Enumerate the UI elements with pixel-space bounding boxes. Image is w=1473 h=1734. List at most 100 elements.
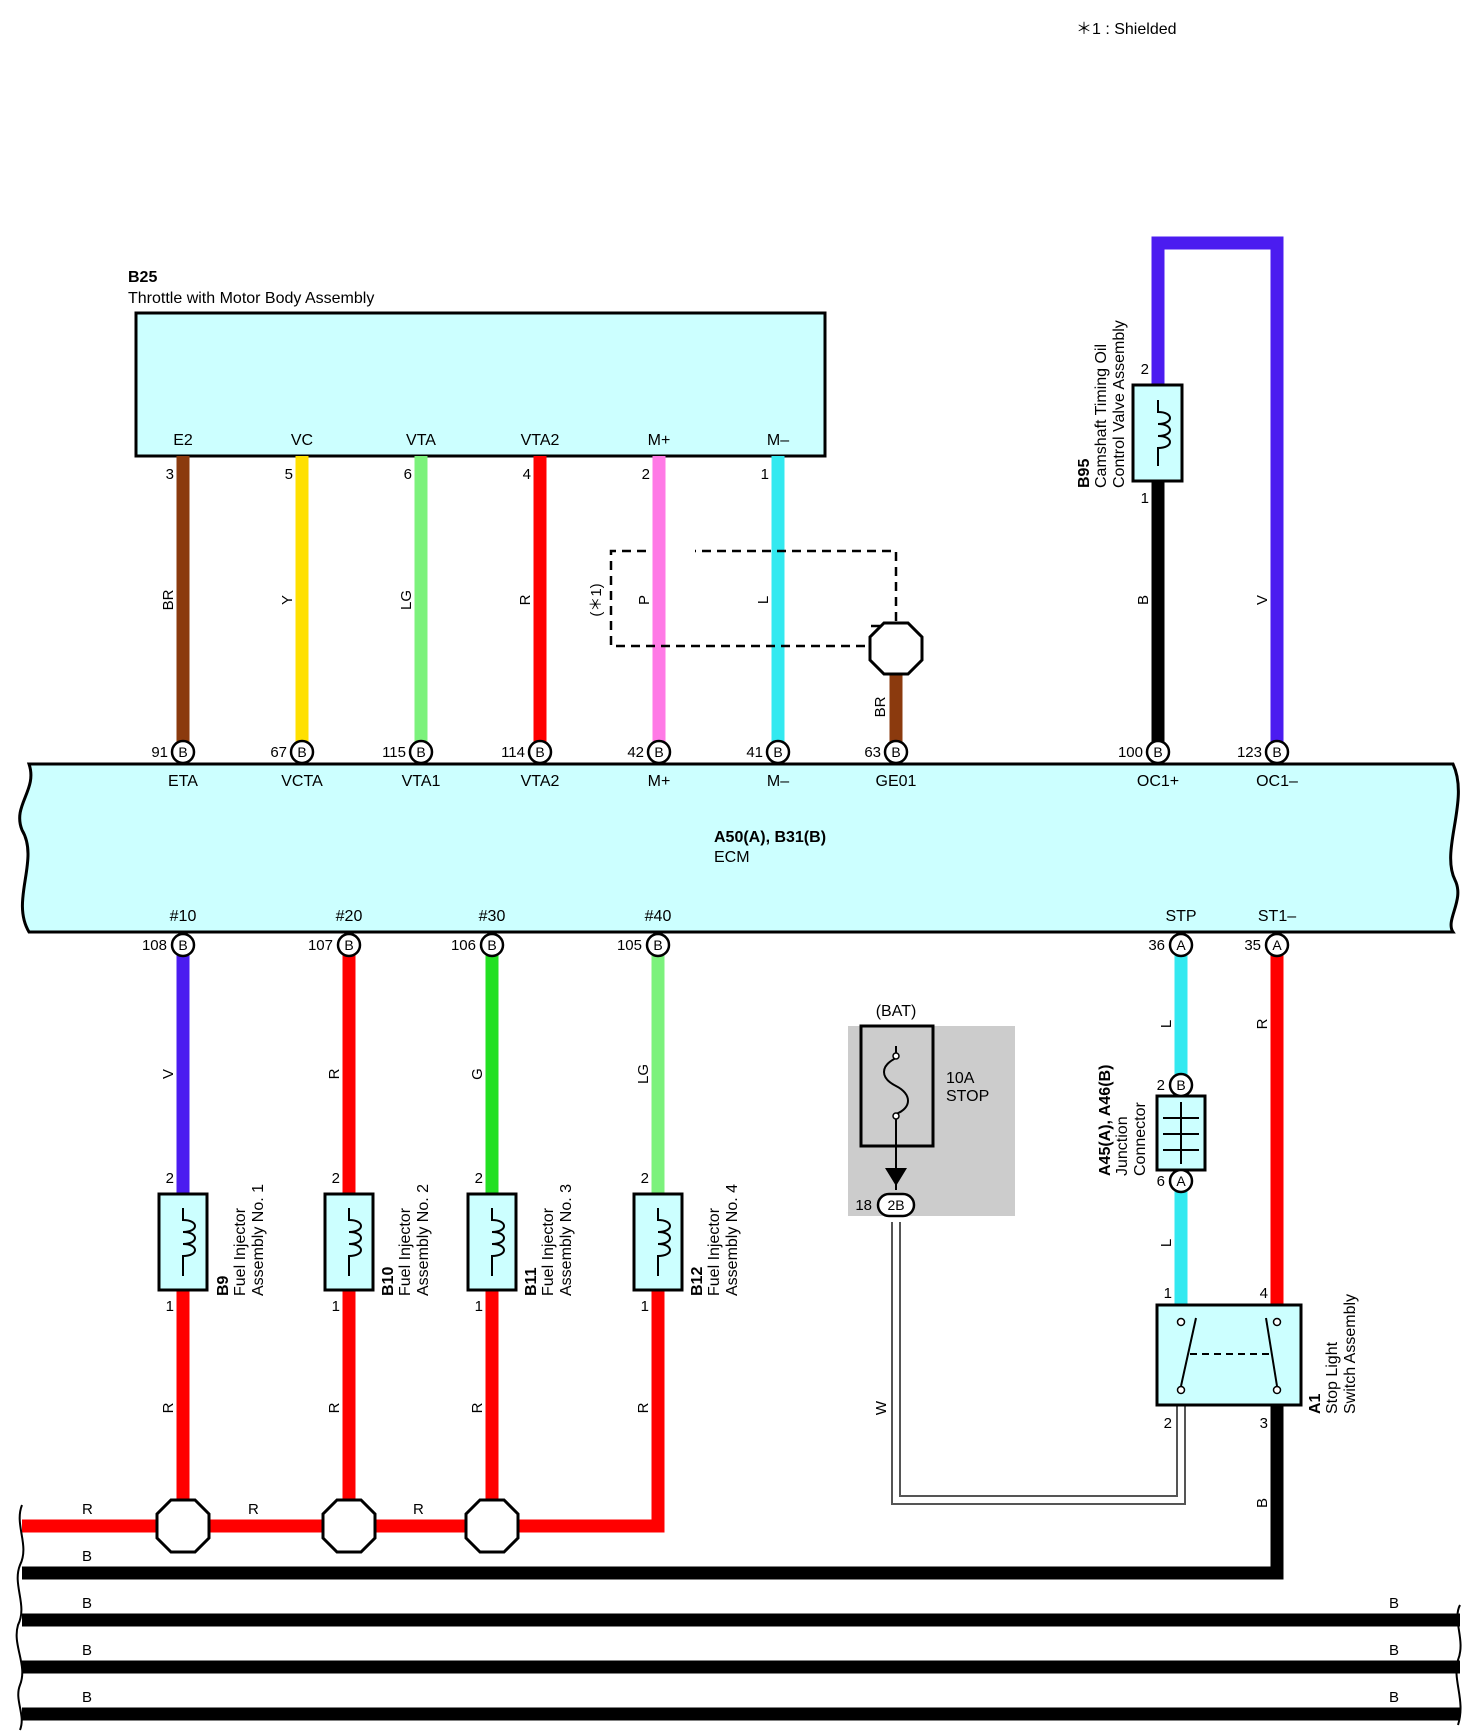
ecm-term-eta: ETA xyxy=(168,773,198,790)
splice-1 xyxy=(155,1498,211,1554)
ecm-term-10: #10 xyxy=(170,908,197,925)
wire-label-l: L xyxy=(755,596,772,604)
switch-contact-right xyxy=(1265,1317,1278,1387)
fuse-terminal-top xyxy=(892,1052,900,1060)
ecm-box xyxy=(18,762,1460,934)
ocv-box xyxy=(1131,383,1184,483)
st1-wire-label: R xyxy=(1254,1018,1271,1029)
conn-35 xyxy=(1264,932,1290,958)
switch-terminal-3 xyxy=(1272,1385,1282,1395)
switch-terminal-1 xyxy=(1176,1317,1186,1327)
ecm-pin-35: 35 xyxy=(1244,937,1261,954)
ecm-term-vcta: VCTA xyxy=(281,773,323,790)
switch-ground-wire-label: B xyxy=(1254,1498,1271,1508)
wire-inj4-bottom xyxy=(22,1289,665,1533)
switch-pin-4: 4 xyxy=(1260,1285,1268,1302)
conn-114 xyxy=(527,739,553,765)
injector-coil-icon xyxy=(657,1208,671,1276)
shield-mark: (＊1) xyxy=(588,583,605,616)
wire-ocv-loop xyxy=(1151,236,1284,742)
fuse-pin: 18 xyxy=(855,1197,872,1214)
inj3-wire-top: G xyxy=(469,1068,486,1080)
bus-red-label-2: R xyxy=(248,1501,259,1518)
ocv-pin-top: 2 xyxy=(1141,361,1149,378)
bus-b1-label: B xyxy=(82,1548,92,1565)
throttle-code: B25 xyxy=(128,269,157,286)
ecm-term-20: #20 xyxy=(336,908,363,925)
ecm-term-30: #30 xyxy=(479,908,506,925)
conn-67 xyxy=(289,739,315,765)
switch-terminal-4 xyxy=(1272,1317,1282,1327)
injector-coil-icon xyxy=(348,1208,362,1276)
conn-115 xyxy=(408,739,434,765)
inj2-pin-top: 2 xyxy=(332,1170,340,1187)
throttle-term-mplus: M+ xyxy=(648,432,671,449)
throttle-term-vc: VC xyxy=(291,432,313,449)
conn-letter-35: A xyxy=(1272,937,1282,953)
junction-pin-bottom: 6 xyxy=(1157,1173,1165,1190)
switch-name-2: Switch Assembly xyxy=(1342,1294,1359,1414)
splice-3 xyxy=(464,1498,520,1554)
pin-vc: 5 xyxy=(285,466,293,483)
conn-36 xyxy=(1168,932,1194,958)
inj1-wire-bottom: R xyxy=(160,1402,177,1413)
inj2-wire-bottom: R xyxy=(326,1402,343,1413)
ecm-pin-108: 108 xyxy=(142,937,167,954)
wire-w-inner xyxy=(893,1222,1184,1503)
junction-pin-top: 2 xyxy=(1157,1077,1165,1094)
switch-name-1: Stop Light xyxy=(1324,1341,1341,1414)
inj3-pin-top: 2 xyxy=(475,1170,483,1187)
junction-conn-top xyxy=(1168,1072,1194,1098)
bus-b3-label: B xyxy=(82,1642,92,1659)
ecm-pin-67: 67 xyxy=(270,744,287,761)
ecm-term-40: #40 xyxy=(645,908,672,925)
conn-100 xyxy=(1145,739,1171,765)
inj1-pin-bottom: 1 xyxy=(166,1298,174,1315)
inj3-pin-bottom: 1 xyxy=(475,1298,483,1315)
fuse-conn-label: 2B xyxy=(887,1197,904,1213)
inj1-name-1: Fuel Injector xyxy=(232,1207,249,1296)
injector-coil-icon xyxy=(182,1208,196,1276)
injector-3 xyxy=(466,1192,518,1292)
inj4-wire-top: LG xyxy=(635,1064,652,1084)
ocv-name-1: Camshaft Timing Oil xyxy=(1093,344,1110,488)
ocv-name-2: Control Valve Assembly xyxy=(1111,320,1128,488)
conn-91 xyxy=(170,739,196,765)
switch-contact-left xyxy=(1180,1317,1197,1387)
conn-letter-108: B xyxy=(178,937,187,953)
bus-red-label-1: R xyxy=(82,1501,93,1518)
conn-123 xyxy=(1264,739,1290,765)
wire-label-lg: LG xyxy=(398,590,415,610)
inj1-name-2: Assembly No. 1 xyxy=(250,1184,267,1296)
conn-letter-114: B xyxy=(535,744,544,760)
wire-label-ge01: BR xyxy=(872,696,889,717)
ecm-pin-42: 42 xyxy=(627,744,644,761)
ecm-pin-114: 114 xyxy=(501,744,525,761)
ecm-term-mplus: M+ xyxy=(648,773,671,790)
wire-label-br: BR xyxy=(160,589,177,610)
junction-conn-top-letter: B xyxy=(1176,1077,1185,1093)
conn-106 xyxy=(479,932,505,958)
bus-b4-label: B xyxy=(82,1689,92,1706)
ocv-coil-icon xyxy=(1157,400,1171,466)
switch-terminal-2 xyxy=(1176,1385,1186,1395)
bus-break-right xyxy=(1455,1604,1462,1726)
inj2-name-2: Assembly No. 2 xyxy=(415,1184,432,1296)
ecm-term-oc1plus: OC1+ xyxy=(1137,773,1179,790)
fuse-rating: 10A xyxy=(946,1070,975,1087)
conn-63 xyxy=(883,739,909,765)
injector-1 xyxy=(157,1192,209,1292)
inj3-code: B11 xyxy=(523,1267,540,1296)
inj1-code: B9 xyxy=(215,1275,232,1296)
throttle-body-box xyxy=(134,311,827,458)
switch-pin-3: 3 xyxy=(1260,1415,1268,1432)
ecm-pin-107: 107 xyxy=(308,937,333,954)
shield-note: ＊1 : Shielded xyxy=(1076,21,1177,38)
ocv-pin-bottom: 1 xyxy=(1141,490,1149,507)
ocv-code: B95 xyxy=(1076,459,1093,488)
pin-vta2: 4 xyxy=(523,466,531,483)
wire-w xyxy=(891,1222,1186,1505)
inj2-wire-top: R xyxy=(326,1068,343,1079)
conn-letter-107: B xyxy=(344,937,353,953)
